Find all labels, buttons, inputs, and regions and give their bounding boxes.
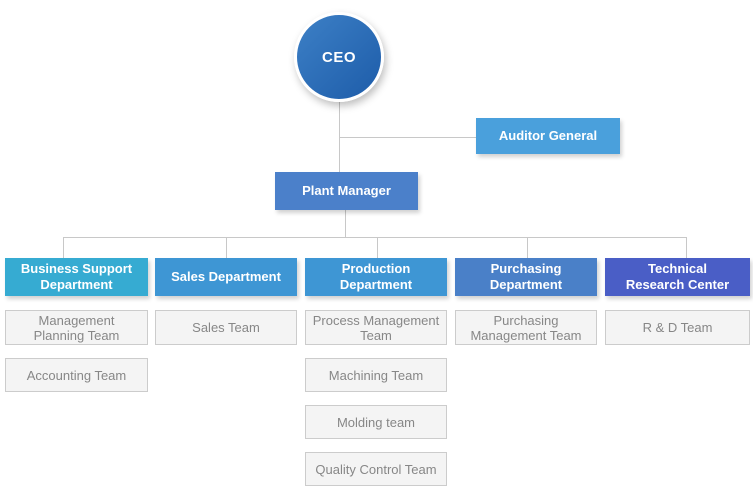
node-dept-production: Production Department [305, 258, 447, 296]
plant-manager-label: Plant Manager [302, 183, 391, 198]
node-plant-manager: Plant Manager [275, 172, 418, 210]
team-label: Sales Team [192, 320, 260, 335]
team-label: Management Planning Team [33, 312, 120, 343]
team-box-molding: Molding team [305, 405, 447, 439]
team-label: Machining Team [328, 367, 424, 383]
team-box-process-management: Process Management Team [305, 310, 447, 345]
node-dept-technical-research: Technical Research Center [605, 258, 750, 296]
dept-label: Business Support Department [20, 261, 133, 292]
team-box-machining: Machining Team [305, 358, 447, 392]
connector-drop-business-support [63, 237, 64, 258]
team-box-sales: Sales Team [155, 310, 297, 345]
team-label: Quality Control Team [315, 461, 437, 477]
team-label: Purchasing Management Team [470, 312, 582, 343]
team-label: Accounting Team [26, 367, 127, 383]
team-box-management-planning: Management Planning Team [5, 310, 148, 345]
node-dept-business-support: Business Support Department [5, 258, 148, 296]
ceo-label: CEO [321, 48, 356, 66]
node-dept-sales: Sales Department [155, 258, 297, 296]
dept-label: Production Department [339, 261, 413, 292]
connector-to-auditor-general [339, 137, 476, 138]
node-dept-purchasing: Purchasing Department [455, 258, 597, 296]
auditor-general-label: Auditor General [498, 128, 598, 143]
team-box-quality-control: Quality Control Team [305, 452, 447, 486]
node-ceo: CEO [294, 12, 384, 102]
dept-label: Sales Department [171, 269, 281, 284]
team-box-rnd: R & D Team [605, 310, 750, 345]
team-label: Process Management Team [312, 312, 440, 343]
dept-label: Purchasing Department [489, 261, 563, 292]
connector-drop-purchasing [527, 237, 528, 258]
connector-plant-manager-down [345, 210, 346, 237]
team-box-accounting: Accounting Team [5, 358, 148, 392]
connector-drop-production [377, 237, 378, 258]
team-label: R & D Team [642, 320, 713, 335]
connector-drop-sales [226, 237, 227, 258]
dept-label: Technical Research Center [625, 261, 730, 292]
node-auditor-general: Auditor General [476, 118, 620, 154]
connector-departments-horizontal [63, 237, 687, 238]
team-box-purchasing-management: Purchasing Management Team [455, 310, 597, 345]
connector-drop-technical [686, 237, 687, 258]
team-label: Molding team [336, 414, 416, 430]
